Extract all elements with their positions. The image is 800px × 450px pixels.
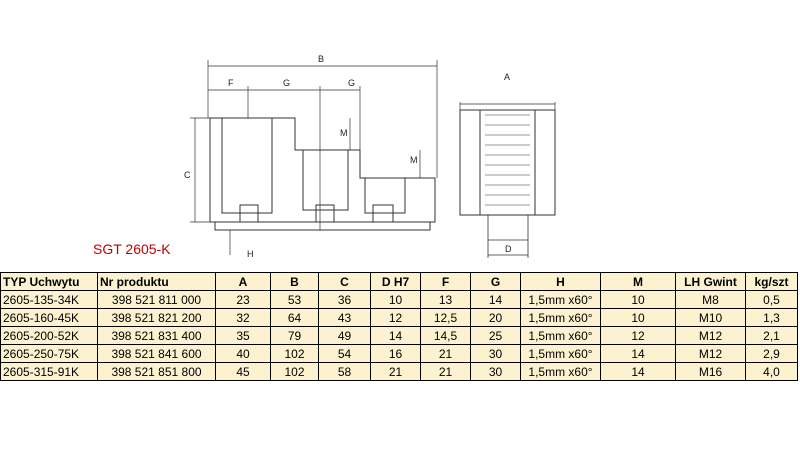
table-cell: 102	[270, 344, 319, 363]
table-cell: 35	[215, 326, 271, 345]
table-cell: 12,5	[420, 308, 471, 327]
table-cell: 12	[370, 308, 421, 327]
table-cell: 64	[270, 308, 319, 327]
table-cell: 2605-315-91K	[0, 362, 98, 381]
table-cell: 2,1	[745, 326, 798, 345]
drawing-title: SGT 2605-K	[93, 241, 171, 257]
table-cell: 14	[600, 362, 676, 381]
table-cell: 30	[470, 362, 521, 381]
table-cell: 21	[420, 344, 471, 363]
table-cell: 1,5mm x60°	[520, 290, 601, 309]
header-cell: kg/szt	[745, 272, 798, 291]
table-cell: 10	[600, 290, 676, 309]
table-cell: 13	[420, 290, 471, 309]
table-cell: 36	[318, 290, 371, 309]
header-cell: A	[215, 272, 271, 291]
table-cell: 10	[370, 290, 421, 309]
header-cell: G	[470, 272, 521, 291]
table-cell: 398 521 821 200	[97, 308, 216, 327]
table-cell: 398 521 841 600	[97, 344, 216, 363]
table-cell: 1,3	[745, 308, 798, 327]
table-cell: 398 521 811 000	[97, 290, 216, 309]
technical-drawing	[190, 60, 556, 258]
table-cell: 398 521 851 800	[97, 362, 216, 381]
table-cell: 0,5	[745, 290, 798, 309]
header-cell: C	[318, 272, 371, 291]
table-cell: M12	[675, 344, 746, 363]
table-cell: 1,5mm x60°	[520, 362, 601, 381]
table-cell: 14	[370, 326, 421, 345]
table-cell: 2,9	[745, 344, 798, 363]
table-cell: M12	[675, 326, 746, 345]
header-cell: F	[420, 272, 471, 291]
header-cell: D H7	[370, 272, 421, 291]
table-cell: 1,5mm x60°	[520, 344, 601, 363]
header-cell: H	[520, 272, 601, 291]
dim-f: F	[228, 78, 234, 88]
header-cell: LH Gwint	[675, 272, 746, 291]
table-cell: 2605-160-45K	[0, 308, 98, 327]
table-header-row: TYP Uchwytu Nr produktu A B C D H7 F G H…	[0, 272, 798, 291]
table-cell: M16	[675, 362, 746, 381]
table-cell: 4,0	[745, 362, 798, 381]
dim-h: H	[247, 249, 254, 259]
table-cell: 30	[470, 344, 521, 363]
table-cell: 14,5	[420, 326, 471, 345]
table-cell: 25	[470, 326, 521, 345]
table-cell: 102	[270, 362, 319, 381]
header-cell: Nr produktu	[97, 272, 216, 291]
table-cell: 43	[318, 308, 371, 327]
table-cell: 40	[215, 344, 271, 363]
dim-m2: M	[410, 155, 418, 165]
dim-a: A	[504, 72, 511, 82]
table-cell: 45	[215, 362, 271, 381]
table-cell: 1,5mm x60°	[520, 326, 601, 345]
table-cell: 21	[420, 362, 471, 381]
table-cell: 58	[318, 362, 371, 381]
table-cell: 54	[318, 344, 371, 363]
table-cell: 49	[318, 326, 371, 345]
table-cell: 20	[470, 308, 521, 327]
dim-d: D	[505, 244, 512, 254]
dim-m1: M	[340, 128, 348, 138]
table-cell: 14	[470, 290, 521, 309]
table-cell: 12	[600, 326, 676, 345]
table-cell: 79	[270, 326, 319, 345]
dim-g1: G	[283, 78, 291, 88]
table-cell: 16	[370, 344, 421, 363]
table-cell: 21	[370, 362, 421, 381]
header-cell: TYP Uchwytu	[0, 272, 98, 291]
table-cell: 10	[600, 308, 676, 327]
table-cell: 2605-250-75K	[0, 344, 98, 363]
table-cell: M8	[675, 290, 746, 309]
dim-b: B	[318, 54, 325, 64]
header-cell: M	[600, 272, 676, 291]
table-cell: 32	[215, 308, 271, 327]
table-cell: 398 521 831 400	[97, 326, 216, 345]
dim-g2: G	[348, 78, 356, 88]
dim-c: C	[184, 170, 191, 180]
table-cell: 2605-135-34K	[0, 290, 98, 309]
table-cell: 1,5mm x60°	[520, 308, 601, 327]
table-cell: 2605-200-52K	[0, 326, 98, 345]
table-cell: 23	[215, 290, 271, 309]
header-cell: B	[270, 272, 319, 291]
table-cell: M10	[675, 308, 746, 327]
table-cell: 14	[600, 344, 676, 363]
spec-table: TYP Uchwytu Nr produktu A B C D H7 F G H…	[0, 272, 798, 381]
table-cell: 53	[270, 290, 319, 309]
